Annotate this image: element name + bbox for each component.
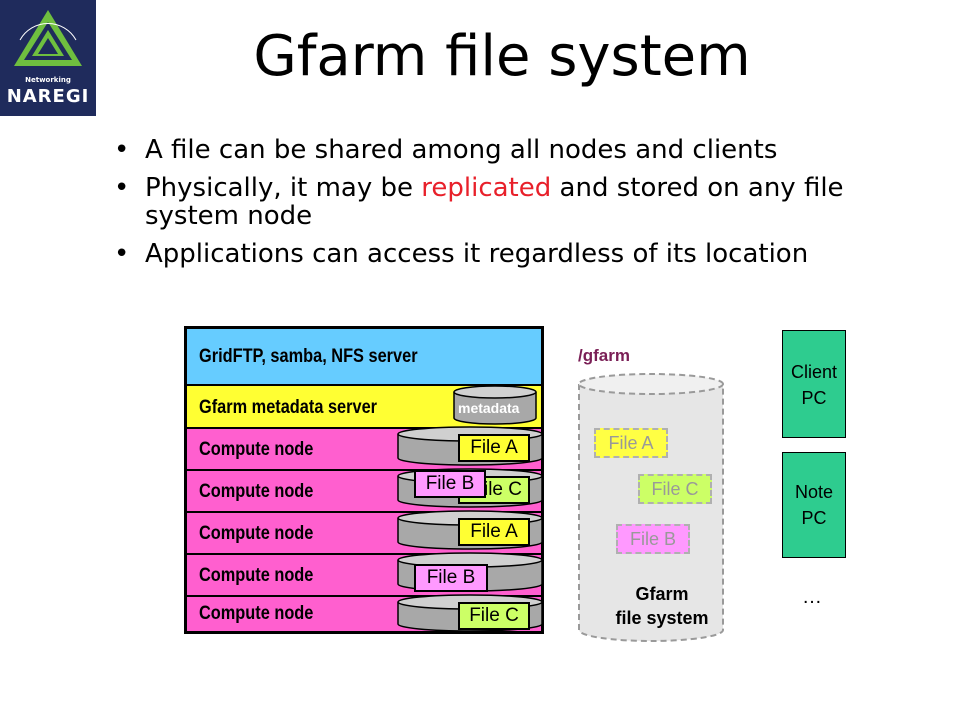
logo-networking: Networking: [25, 76, 71, 84]
logo-emblem-icon: [14, 10, 82, 66]
client-pc-box: Client PC: [782, 330, 846, 438]
gfarm-path-label: /gfarm: [578, 346, 630, 365]
bullet-text: Applications can access it regardless of…: [145, 239, 809, 269]
file-c-chip: File C: [458, 602, 530, 630]
compute-node-label: Compute node: [199, 523, 314, 544]
bullet-item: • Physically, it may be replicated and s…: [112, 174, 872, 230]
slide-title: Gfarm file system: [253, 24, 751, 89]
gfarm-name-line1: Gfarm: [635, 584, 689, 604]
logo-name: NAREGI: [6, 86, 90, 107]
file-b-chip: File B: [414, 564, 488, 592]
bullet-item: • Applications can access it regardless …: [112, 240, 872, 268]
metadata-server-label: Gfarm metadata server: [199, 397, 378, 418]
metadata-disk-icon: [453, 385, 537, 425]
compute-node-label: Compute node: [199, 603, 314, 624]
compute-node-label: Compute node: [199, 481, 314, 502]
bullet-list: • A file can be shared among all nodes a…: [112, 136, 872, 278]
bullet-text-pre: Physically, it may be: [145, 173, 422, 203]
client-pc-line2: PC: [801, 388, 827, 408]
compute-node-label: Compute node: [199, 439, 314, 460]
server-row-label: GridFTP, samba, NFS server: [199, 346, 418, 367]
bullet-dot-icon: •: [114, 239, 130, 269]
bullet-text: A file can be shared among all nodes and…: [145, 135, 778, 165]
gfarm-name: Gfarm file system: [590, 582, 734, 630]
file-a-chip: File A: [458, 434, 530, 462]
bullet-dot-icon: •: [114, 173, 130, 203]
file-b-chip: File B: [414, 470, 486, 498]
gfarm-file-c: File C: [638, 474, 712, 504]
compute-node-label: Compute node: [199, 565, 314, 586]
gfarm-file-a: File A: [594, 428, 668, 458]
bullet-dot-icon: •: [114, 135, 130, 165]
naregi-logo: Networking NAREGI: [0, 0, 96, 116]
metadata-disk-label: metadata: [458, 400, 520, 416]
note-pc-box: Note PC: [782, 452, 846, 558]
more-clients-ellipsis: …: [802, 586, 822, 608]
bullet-text-post: and stored on any file system node: [145, 173, 844, 231]
file-a-chip: File A: [458, 518, 530, 546]
gfarm-file-b: File B: [616, 524, 690, 554]
bullet-highlight: replicated: [421, 173, 552, 203]
client-pc-line1: Client: [790, 362, 838, 382]
note-pc-line1: Note: [794, 482, 834, 502]
server-row: GridFTP, samba, NFS server: [187, 329, 541, 386]
bullet-item: • A file can be shared among all nodes a…: [112, 136, 872, 164]
note-pc-line2: PC: [801, 508, 827, 528]
gfarm-name-line2: file system: [615, 608, 709, 628]
